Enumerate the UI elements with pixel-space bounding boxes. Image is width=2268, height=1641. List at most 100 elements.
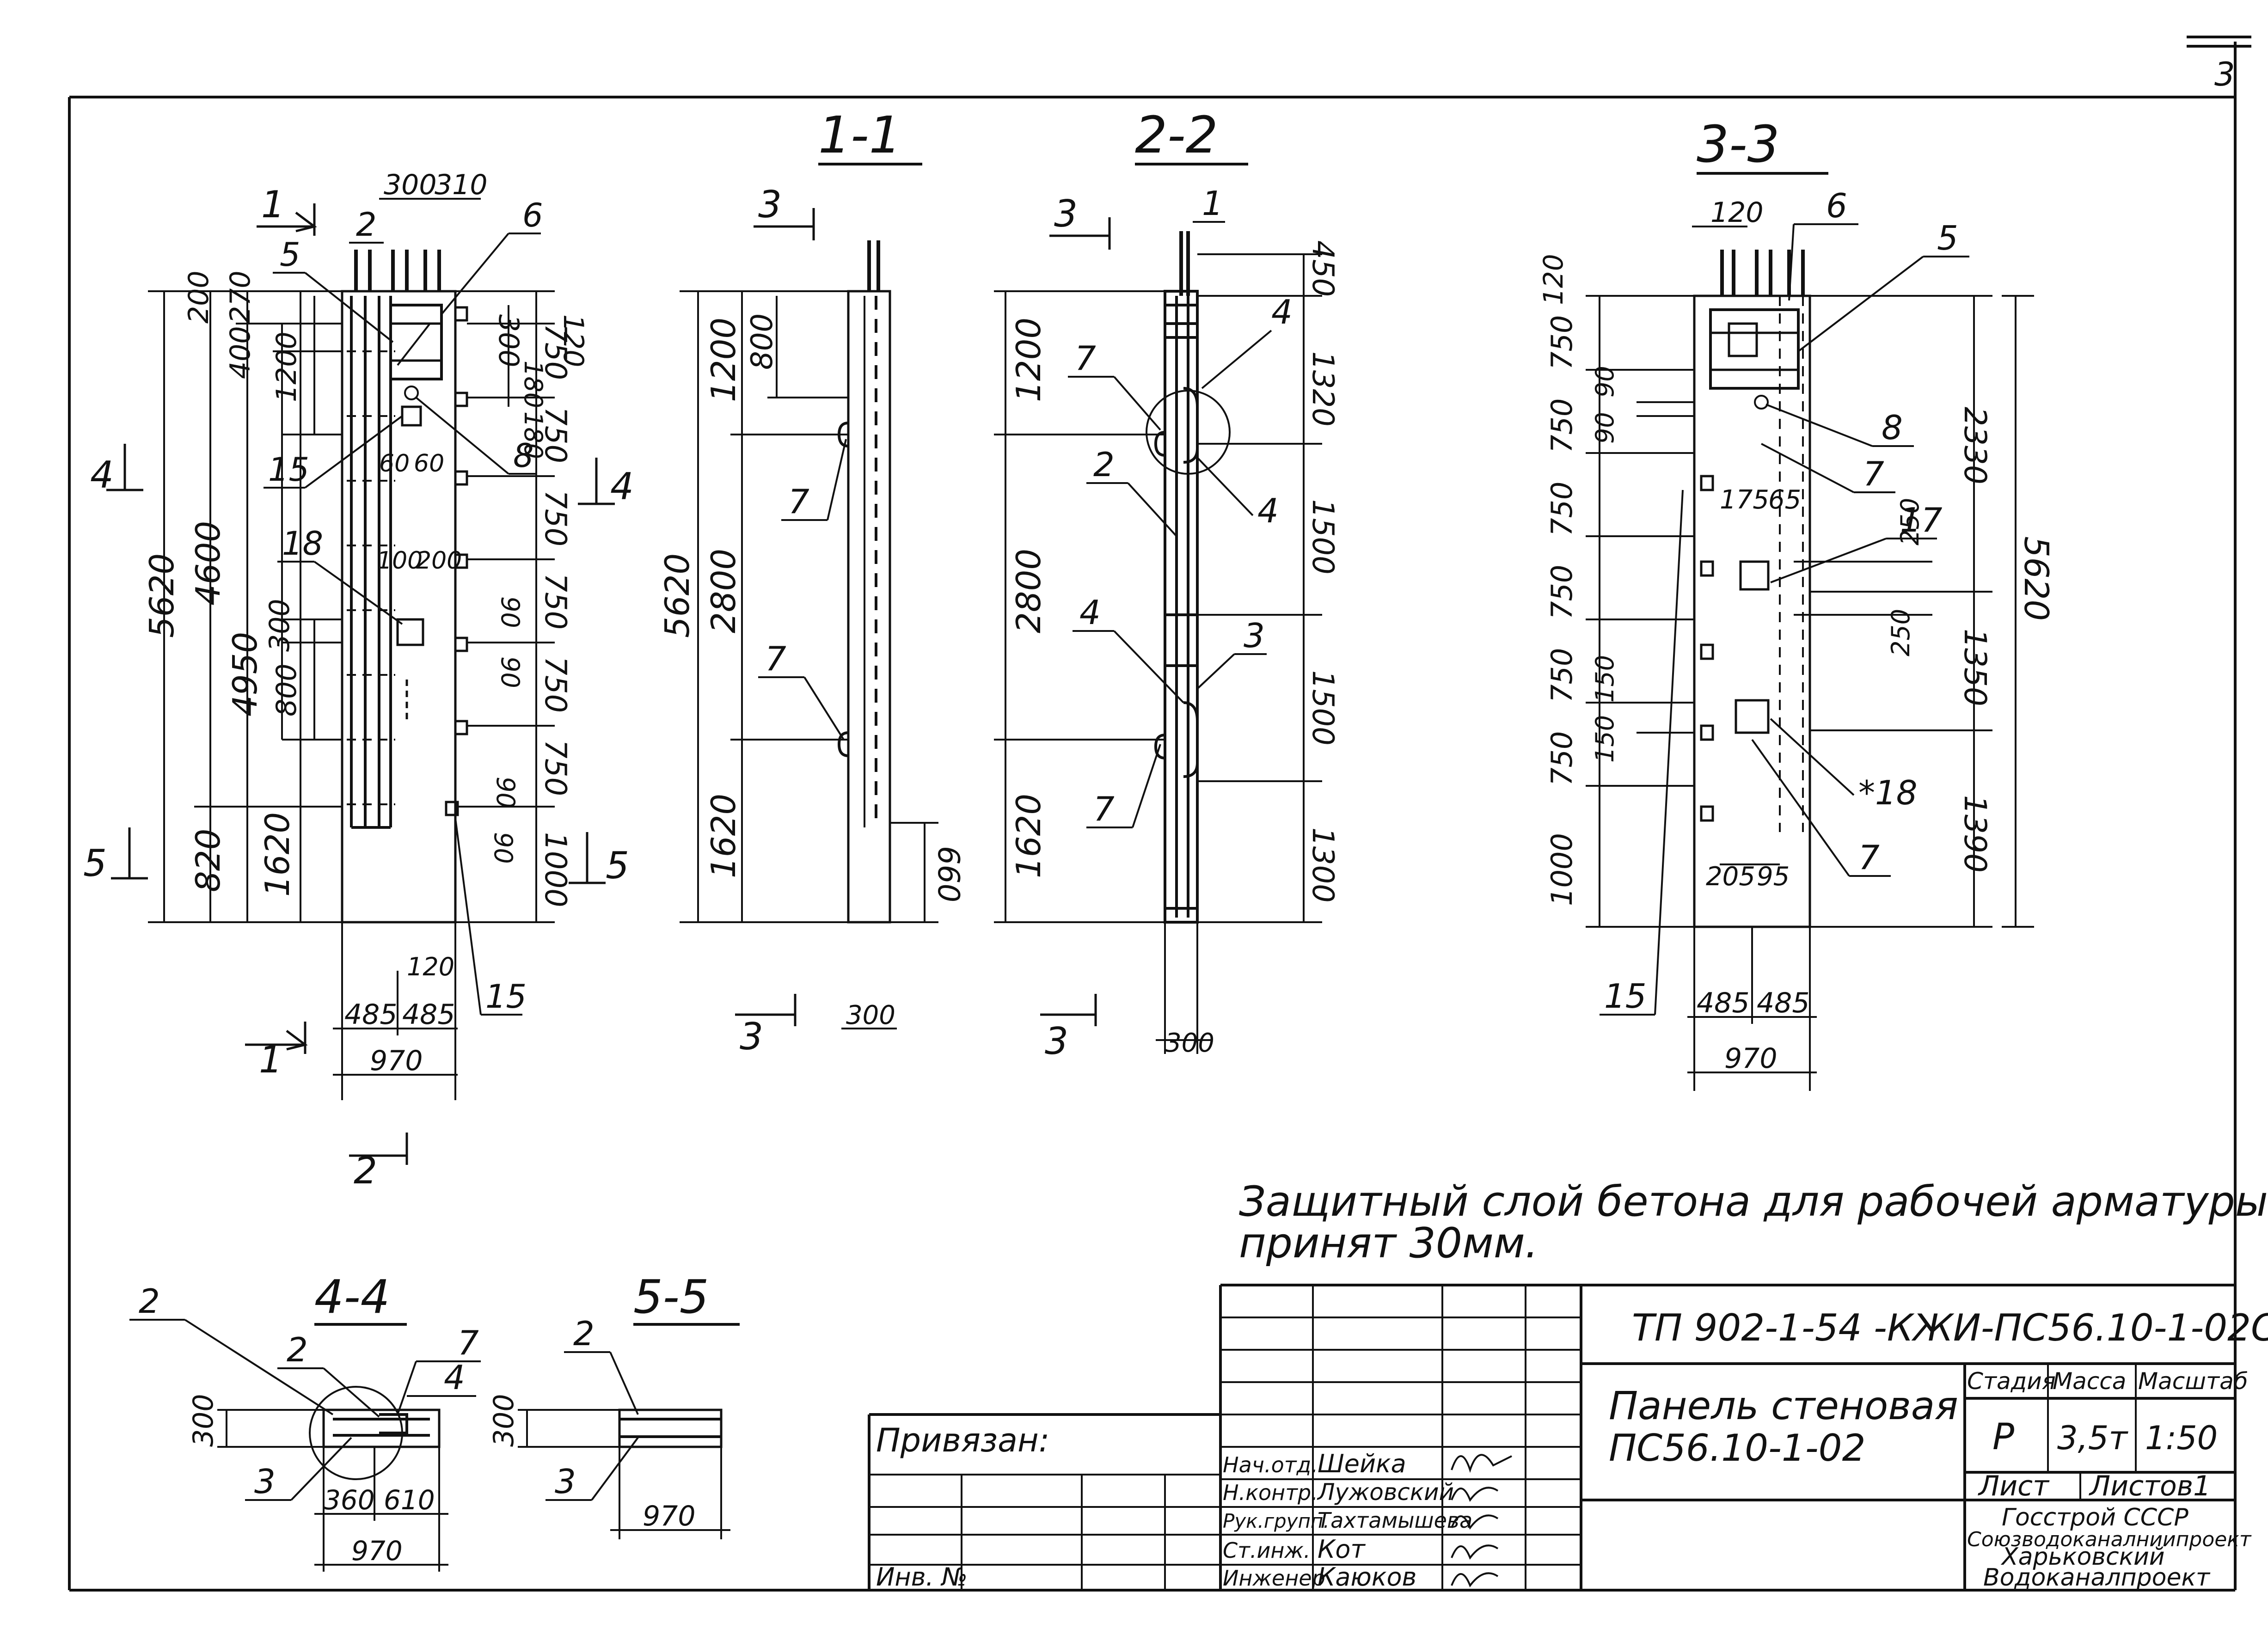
section-title-1-1: 1-1: [818, 105, 901, 165]
dim-90-s33-b: 90: [1590, 412, 1619, 444]
section-5-5-view: 300 970 2 3: [488, 1314, 730, 1539]
dim-300-right: 300: [492, 314, 525, 367]
dim-750-r1: 750: [538, 324, 572, 380]
dim-485-b: 485: [402, 998, 455, 1031]
dim-485-a: 485: [344, 998, 398, 1031]
dim-360-s44: 360: [324, 1484, 375, 1516]
label-7-s44: 7: [458, 1323, 479, 1362]
dim-310-top: 310: [435, 169, 488, 201]
cut-mark-5-left: 5: [83, 842, 107, 885]
signatures: [1451, 1454, 1512, 1588]
front-view-dim-text-left: 5620 4600 820 4950 1620 200 270 400 1200…: [142, 270, 303, 897]
dim-95-s33: 95: [1757, 862, 1790, 892]
stage-value: Р: [1992, 1416, 2014, 1458]
dim-1000-right: 1000: [538, 832, 572, 907]
dim-120-s33-left: 120: [1538, 254, 1569, 305]
label-2-s44-a: 2: [139, 1282, 160, 1321]
front-view-cut-marks: 1 1 2 4 4 5 5: [83, 183, 634, 1192]
section-titles: 1-1 2-2 3-3 4-4 5-5: [314, 105, 1828, 1326]
dim-200-b: 200: [416, 547, 462, 575]
dim-750-r6: 750: [538, 740, 572, 796]
dim-1500-s22-b: 1500: [1306, 670, 1340, 746]
dim-300-s11: 300: [846, 1000, 895, 1030]
org-line-2: Союзводоканалниипроект: [1967, 1528, 2252, 1551]
front-view-dims-right: [455, 290, 555, 923]
dim-1320-s22: 1320: [1306, 351, 1340, 427]
general-note: Защитный слой бетона для рабочей арматур…: [1239, 1177, 2268, 1267]
label-6-front: 6: [522, 196, 543, 234]
label-7-s11-a: 7: [788, 482, 809, 521]
section-4-4-view: 300 360 610 970 2 2 7 4 3: [129, 1282, 481, 1572]
label-7-s33-b: 7: [1858, 838, 1880, 877]
dim-300-s44: 300: [187, 1394, 220, 1447]
sheet-corner-number: 3: [2214, 55, 2235, 93]
cut-mark-3-s11-bottom: 3: [740, 1015, 763, 1058]
dim-1200-s22: 1200: [1009, 318, 1048, 402]
dim-750-s33-4: 750: [1545, 565, 1579, 619]
dim-4600: 4600: [189, 521, 227, 606]
dim-1350-s33: 1350: [1957, 629, 1993, 706]
label-3-s22: 3: [1244, 616, 1265, 655]
label-15-front-b: 15: [485, 978, 527, 1016]
dim-800-front: 800: [270, 663, 303, 716]
cut-mark-3-s22-bottom: 3: [1045, 1020, 1068, 1063]
dim-90-d: 90: [489, 832, 518, 864]
dim-300-front: 300: [264, 599, 296, 652]
dim-750-r4: 750: [538, 573, 572, 630]
role-2: Н.контр.: [1223, 1480, 1318, 1505]
dim-300-top: 300: [384, 169, 437, 201]
item-name-line-2: ПС56.10-1-02: [1609, 1427, 1865, 1470]
org-line-4: Водоканалпроект: [1983, 1564, 2211, 1592]
role-5: Инженер: [1223, 1566, 1325, 1591]
dim-65-s33: 65: [1768, 485, 1801, 515]
dim-5620: 5620: [142, 553, 181, 638]
dim-270: 270: [224, 270, 257, 324]
label-2-front: 2: [356, 206, 377, 244]
label-5-s33: 5: [1937, 219, 1958, 257]
label-7-s33-a: 7: [1863, 454, 1884, 493]
item-name-line-1: Панель стеновая: [1609, 1383, 1958, 1428]
inv-number-label: Инв. №: [876, 1562, 968, 1592]
dim-750-s33-2: 750: [1545, 398, 1579, 453]
section-title-4-4: 4-4: [314, 1270, 390, 1324]
label-2-s55: 2: [573, 1314, 595, 1353]
dim-485-s33-b: 485: [1757, 987, 1810, 1019]
dim-60-a: 60: [379, 450, 410, 478]
label-15-front-a: 15: [268, 451, 309, 489]
label-1-s22: 1: [1202, 184, 1223, 223]
dim-1500-s22-a: 1500: [1306, 499, 1340, 575]
name-2: Лужовский: [1317, 1479, 1454, 1506]
label-2-s22: 2: [1093, 445, 1115, 484]
sheet-frame: [68, 36, 2251, 1592]
dim-610-s44: 610: [384, 1484, 435, 1516]
front-view-dim-top: 300 310 60 60 100 200 120: [377, 169, 488, 981]
label-17-s33: 17: [1900, 501, 1943, 539]
col-stage-header: Стадия: [1967, 1368, 2056, 1395]
label-18-s33: *18: [1858, 773, 1918, 812]
dim-90-a: 90: [496, 596, 525, 628]
label-7-s11-b: 7: [765, 639, 786, 678]
dim-750-s33-1: 750: [1545, 315, 1579, 370]
dim-90-s33-a: 90: [1590, 366, 1619, 398]
cut-mark-5-right: 5: [606, 844, 629, 887]
label-4-s44: 4: [444, 1358, 465, 1397]
role-4: Ст.инж.: [1223, 1538, 1311, 1563]
mass-value: 3,5т: [2057, 1419, 2128, 1457]
dim-400: 400: [224, 326, 257, 379]
dim-150-s33-a: 150: [1590, 655, 1619, 703]
dim-250-s33-a: 250: [1895, 498, 1925, 545]
dim-2330-s33: 2330: [1957, 407, 1993, 484]
section-1-1-view: 5620 1200 800 2800 1620 660 300 7 7 3 3: [658, 183, 965, 1058]
scale-value: 1:50: [2145, 1419, 2218, 1457]
dim-180-b: 180: [519, 411, 548, 459]
front-view-dim-text-right: 120 750 750 750 750 750 750 1000 300 180…: [489, 314, 589, 907]
label-4-s22-a: 4: [1271, 293, 1293, 331]
dim-970-front: 970: [370, 1045, 423, 1077]
dim-970-s33: 970: [1724, 1042, 1778, 1075]
section-title-3-3: 3-3: [1697, 115, 1780, 174]
org-line-1: Госстрой СССР: [2002, 1504, 2188, 1531]
label-6-s33: 6: [1826, 186, 1847, 225]
dim-2800-s22: 2800: [1009, 549, 1048, 633]
dim-2800-s11: 2800: [704, 549, 743, 633]
